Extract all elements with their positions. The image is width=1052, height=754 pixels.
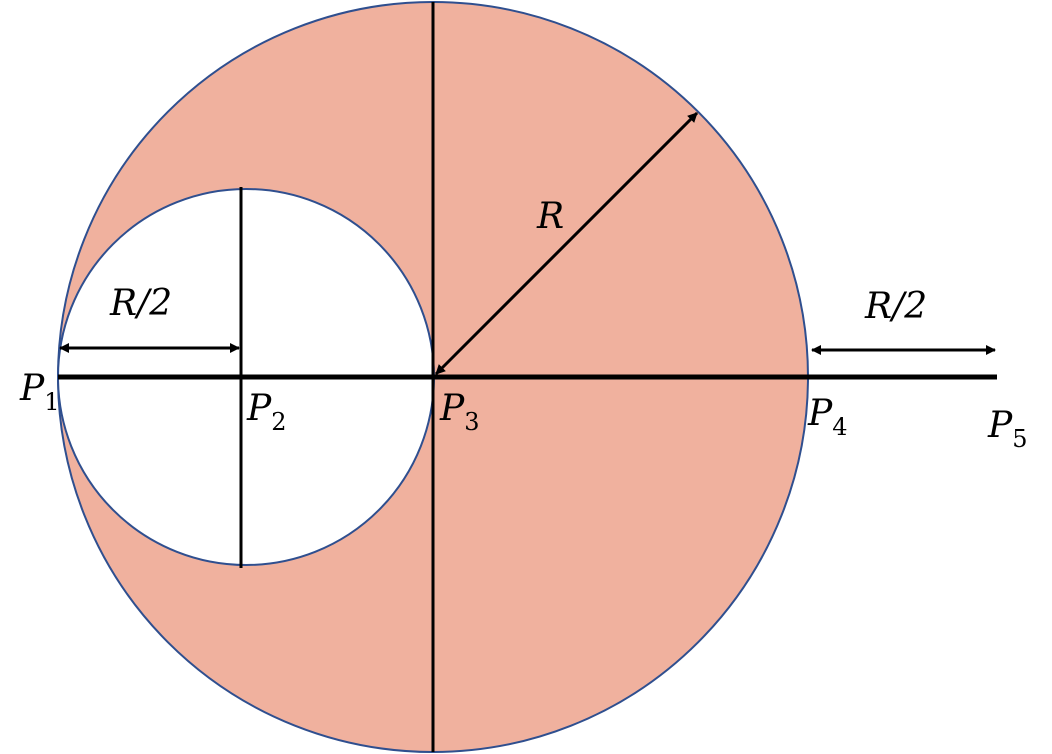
point-label-p4: P4 <box>807 393 848 441</box>
radius-label: R <box>536 196 564 237</box>
right-half-radius-label: R/2 <box>864 286 927 327</box>
left-half-radius-label: R/2 <box>109 283 172 324</box>
point-label-p2: P2 <box>246 388 287 436</box>
point-label-p5: P5 <box>987 405 1028 453</box>
point-label-p1: P1 <box>19 368 60 416</box>
radius-arrow <box>434 111 699 376</box>
point-label-p3: P3 <box>439 388 480 436</box>
